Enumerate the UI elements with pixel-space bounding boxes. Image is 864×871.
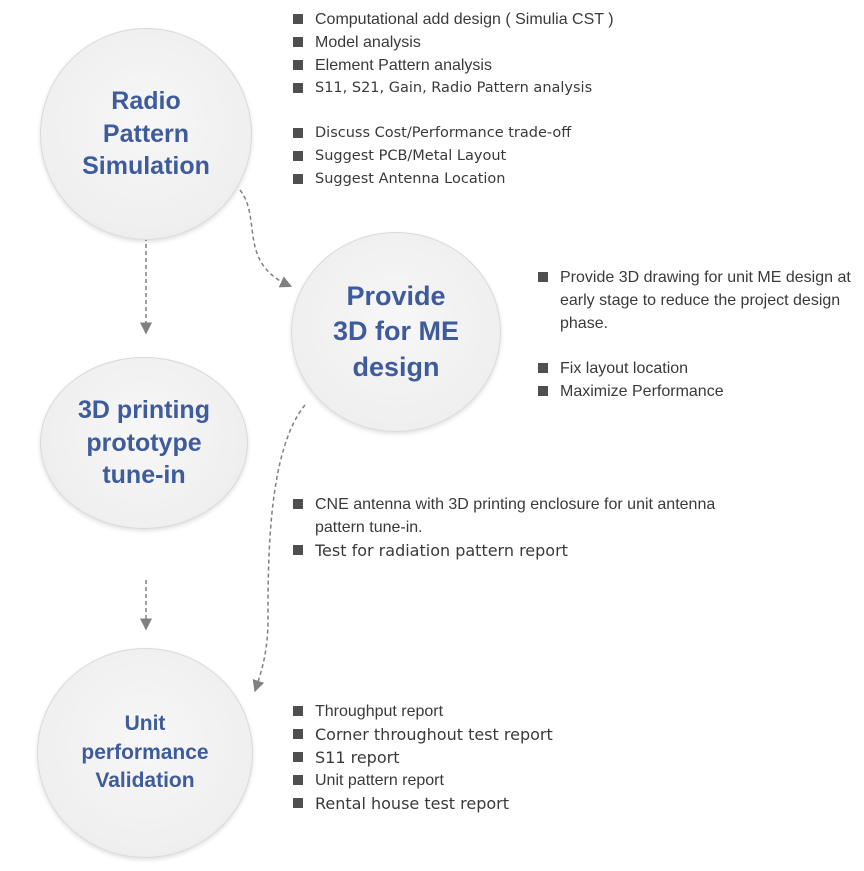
list-item: Element Pattern analysis (290, 54, 614, 77)
list-item: S11 report (290, 746, 553, 769)
title-line: Provide (346, 281, 446, 312)
arrow-provide-to-unit (252, 404, 306, 693)
radio-bullets: Computational add design ( Simulia CST )… (290, 8, 614, 191)
list-item: Provide 3D drawing for unit ME design at… (535, 266, 860, 335)
node-3d-printing: 3D printing prototype tune-in (40, 357, 248, 529)
node-title: Unit performance Validation (81, 710, 208, 795)
list-item: CNE antenna with 3D printing enclosure f… (290, 493, 750, 539)
list-item: Rental house test report (290, 792, 553, 815)
unit-bullets: Throughput report Corner throughout test… (290, 700, 553, 815)
printing-bullets: CNE antenna with 3D printing enclosure f… (290, 493, 750, 562)
list-item: Suggest PCB/Metal Layout (290, 145, 614, 168)
title-line: Pattern (102, 119, 190, 148)
node-title: Radio Pattern Simulation (82, 85, 210, 183)
title-line: 3D for ME (332, 316, 459, 347)
list-item: Unit pattern report (290, 769, 553, 792)
title-line: performance (81, 740, 209, 764)
provide-bullets: Provide 3D drawing for unit ME design at… (535, 266, 860, 403)
title-line: Radio (111, 87, 181, 116)
title-line: Validation (95, 769, 195, 793)
title-line: design (352, 351, 440, 382)
list-item: Model analysis (290, 31, 614, 54)
node-provide-3d: Provide 3D for ME design (291, 232, 501, 432)
list-item: Corner throughout test report (290, 723, 553, 746)
list-item: Suggest Antenna Location (290, 168, 614, 191)
title-line: Simulation (82, 152, 210, 181)
list-item: Discuss Cost/Performance trade-off (290, 122, 614, 145)
title-line: 3D printing (78, 396, 210, 425)
title-line: prototype (86, 428, 202, 457)
node-title: 3D printing prototype tune-in (78, 394, 210, 492)
node-title: Provide 3D for ME design (333, 279, 459, 384)
list-item: Computational add design ( Simulia CST ) (290, 8, 614, 31)
title-line: tune-in (102, 461, 186, 490)
list-item: Maximize Performance (535, 380, 860, 403)
arrow-radio-to-provide (239, 189, 293, 288)
list-item: Throughput report (290, 700, 553, 723)
list-item: S11, S21, Gain, Radio Pattern analysis (290, 77, 614, 100)
title-line: Unit (124, 712, 166, 736)
node-unit-performance: Unit performance Validation (37, 648, 253, 858)
list-item: Fix layout location (535, 357, 860, 380)
node-radio-pattern-simulation: Radio Pattern Simulation (40, 28, 252, 240)
list-item: Test for radiation pattern report (290, 539, 750, 562)
